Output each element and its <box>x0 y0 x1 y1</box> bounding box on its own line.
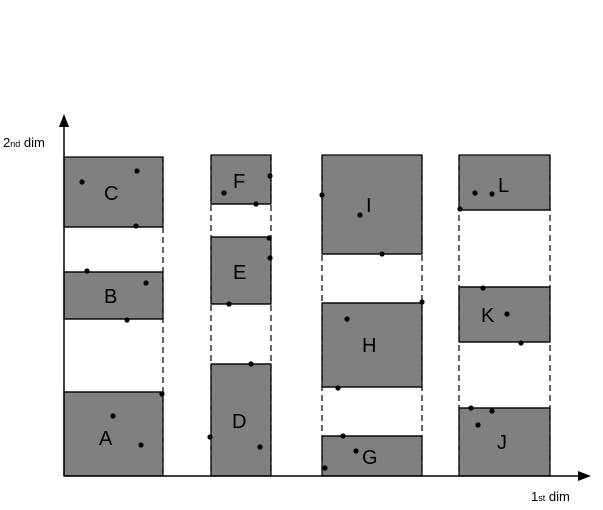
axes: 2nd dim 1st dim <box>3 114 591 504</box>
region-g-cell <box>321 435 423 477</box>
region-h-label: H <box>362 335 376 357</box>
region-d-label: D <box>232 411 246 433</box>
column-4: L K J <box>457 154 551 477</box>
region-g-label: G <box>362 447 378 469</box>
column-3: I H G <box>319 154 425 477</box>
column-1: C B A <box>63 156 165 477</box>
y-axis-label: 2nd dim <box>3 135 45 150</box>
region-e-label: E <box>233 262 246 284</box>
x-axis-label: 1st dim <box>531 489 570 504</box>
region-c-cell <box>63 156 164 228</box>
region-h-cell <box>321 302 423 388</box>
region-j-cell <box>458 407 551 477</box>
region-a-cell <box>63 391 164 477</box>
x-axis-arrow-icon <box>578 471 591 481</box>
region-a-label: A <box>99 428 113 450</box>
region-l-label: L <box>498 175 509 197</box>
region-i-label: I <box>366 195 372 217</box>
region-f-label: F <box>233 171 245 193</box>
region-l-cell <box>458 154 551 211</box>
region-j-label: J <box>497 432 507 454</box>
region-k-label: K <box>481 305 495 327</box>
region-b-cell <box>63 271 164 320</box>
y-axis-arrow-icon <box>59 114 69 127</box>
region-b-label: B <box>104 286 117 308</box>
column-2: F E D <box>207 154 273 477</box>
region-i-cell <box>321 154 423 255</box>
region-c-label: C <box>104 183 118 205</box>
